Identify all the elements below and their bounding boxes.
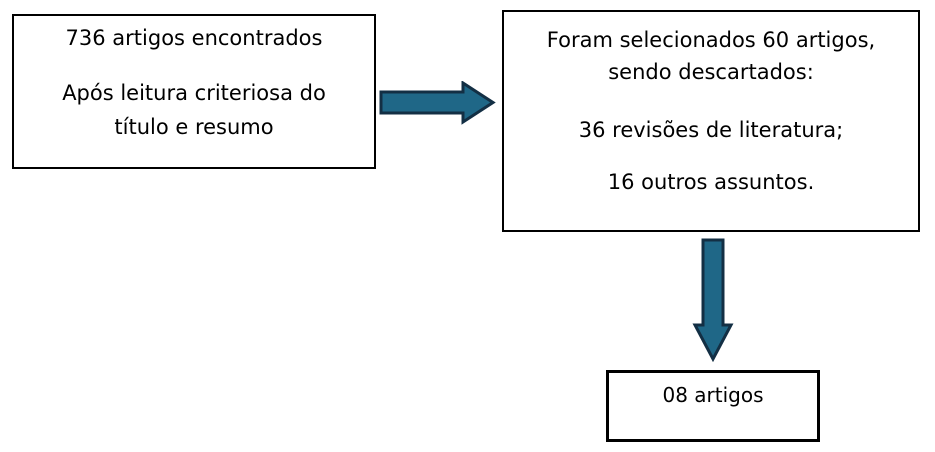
right-arrow-icon (379, 81, 496, 125)
right-arrow-shape (379, 81, 496, 125)
box-selected-articles: Foram selecionados 60 artigos, sendo des… (502, 10, 920, 232)
discarded-other-subjects-text: 16 outros assuntos. (607, 170, 815, 194)
down-arrow-shape (692, 238, 734, 362)
discarded-reviews-text: 36 revisões de literatura; (578, 118, 844, 142)
found-articles-count-text: 736 artigos encontrados (65, 26, 323, 50)
box-found-articles: 736 artigos encontrados Após leitura cri… (12, 14, 376, 169)
box-final-articles: 08 artigos (606, 370, 820, 442)
selected-articles-summary-text: Foram selecionados 60 artigos, sendo des… (546, 28, 876, 84)
down-arrow-icon (692, 238, 734, 362)
found-articles-criteria-text: Após leitura criteriosa do título e resu… (62, 81, 326, 139)
final-articles-count-text: 08 artigos (662, 383, 764, 407)
